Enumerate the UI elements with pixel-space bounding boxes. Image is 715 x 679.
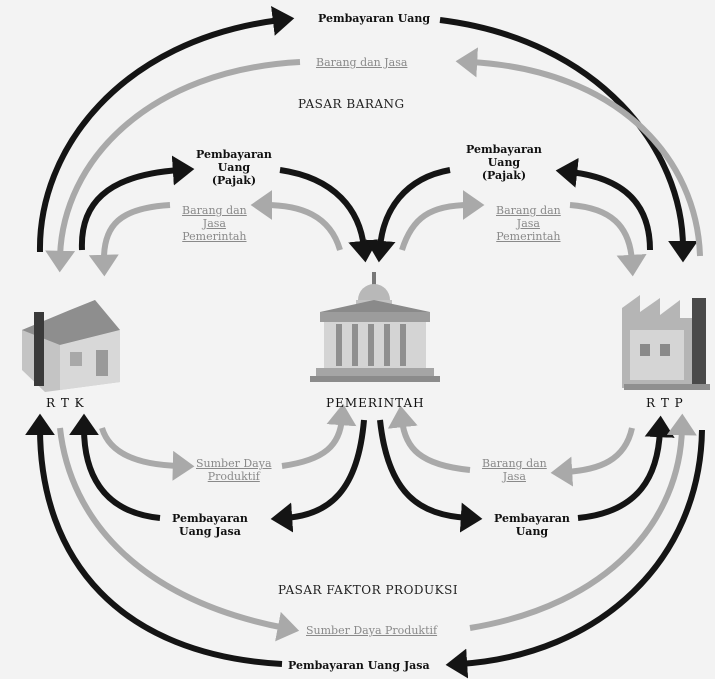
arrow-tax-rtp-up (555, 157, 653, 251)
arrow-tax-rtk-up (78, 155, 195, 251)
outer-goods-label: Barang dan Jasa (316, 56, 408, 69)
firms-label: R T P (646, 396, 684, 410)
right-tax-payment-label: Pembayaran Uang (Pajak) (466, 143, 542, 182)
arrow-govgoods-from-gov-right (399, 190, 485, 251)
households-label: R T K (46, 396, 85, 410)
arrow-outer-payment-left (36, 6, 295, 253)
arrow-govgoods-to-rtk (88, 202, 171, 277)
outer-resources-label: Sumber Daya Produktif (306, 624, 438, 637)
arrow-outer-servicepay-right (445, 429, 705, 679)
goods-market-title: PASAR BARANG (298, 97, 405, 111)
arrow-tax-to-gov-left (279, 167, 379, 263)
left-tax-payment-label: Pembayaran Uang (Pajak) (196, 148, 272, 187)
house-icon (22, 300, 120, 392)
outer-payment-label: Pembayaran Uang (318, 12, 431, 25)
left-service-payment-label: Pembayaran Uang Jasa (172, 512, 248, 538)
arrow-servicepay-to-rtk (69, 413, 161, 521)
arrow-servicepay-from-gov (270, 419, 367, 533)
right-gov-goods-label: Barang dan Jasa Pemerintah (496, 204, 561, 243)
arrow-govgoods-to-rtp (569, 202, 647, 277)
arrow-outer-goods-right (455, 47, 703, 257)
arrow-outer-servicepay-left (25, 413, 283, 667)
factor-market-title: PASAR FAKTOR PRODUKSI (278, 583, 459, 597)
right-payment-label: Pembayaran Uang (494, 512, 570, 538)
outer-servicepay-label: Pembayaran Uang Jasa (288, 659, 430, 672)
arrow-outer-goods-left (45, 59, 301, 273)
arrow-outer-resources-left (57, 427, 300, 642)
left-resources-label: Sumber Daya Produktif (196, 457, 272, 483)
arrow-payment-to-rtp (577, 415, 675, 521)
right-goods-label: Barang dan Jasa (482, 457, 547, 483)
arrow-govgoods-from-gov-left (250, 190, 343, 251)
left-gov-goods-label: Barang dan Jasa Pemerintah (182, 204, 247, 243)
arrow-goods-from-rtp (550, 427, 635, 487)
arrow-outer-resources-right (469, 413, 697, 631)
arrow-tax-to-gov-right (365, 167, 451, 263)
arrow-goods-to-gov (387, 405, 471, 473)
government-label: PEMERINTAH (326, 396, 425, 410)
arrow-outer-payment-right (439, 17, 698, 263)
arrow-resources-from-rtk (99, 426, 195, 481)
arrow-resources-to-gov (281, 403, 357, 469)
government-building-icon (310, 272, 440, 382)
factory-icon (622, 295, 710, 390)
arrow-payment-from-gov (377, 419, 483, 533)
